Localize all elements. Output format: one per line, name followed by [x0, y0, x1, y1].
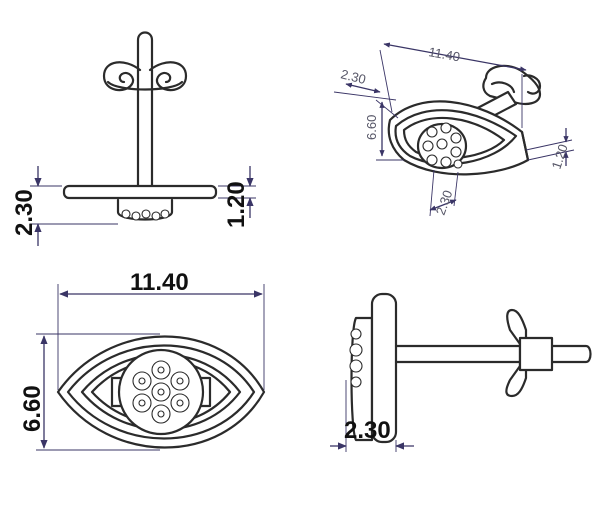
dim-iso-width-label: 11.40	[427, 44, 461, 64]
eye-plate	[62, 184, 218, 200]
isometric-view	[333, 42, 575, 217]
front-view	[36, 284, 266, 451]
dim-iso-plate-label: 1.20	[549, 142, 571, 171]
dim-side-depth-label: 2.30	[11, 189, 38, 236]
dim-front-width-label: 11.40	[130, 269, 189, 296]
gem-cluster-front-icon	[132, 360, 190, 424]
gem-cluster-iso-icon	[416, 122, 468, 170]
dim-iso-depth-bottom-label: 2.30	[433, 188, 456, 217]
plate-profile	[370, 292, 398, 444]
dim-plate-thickness-label: 1.20	[223, 181, 250, 228]
stone-cluster-icon	[116, 198, 174, 221]
post-pin	[136, 31, 154, 188]
dim-front-height-label: 6.60	[19, 385, 46, 432]
side-view-top-left	[30, 31, 256, 246]
butterfly-back-icon	[102, 61, 188, 92]
dim-iso-height-label: 6.60	[364, 115, 379, 140]
dim-iso-depth-top-label: 2.30	[339, 66, 367, 87]
profile-view	[330, 292, 592, 452]
dim-profile-depth-label: 2.30	[344, 417, 391, 444]
gem-stack-profile-icon	[349, 328, 363, 388]
